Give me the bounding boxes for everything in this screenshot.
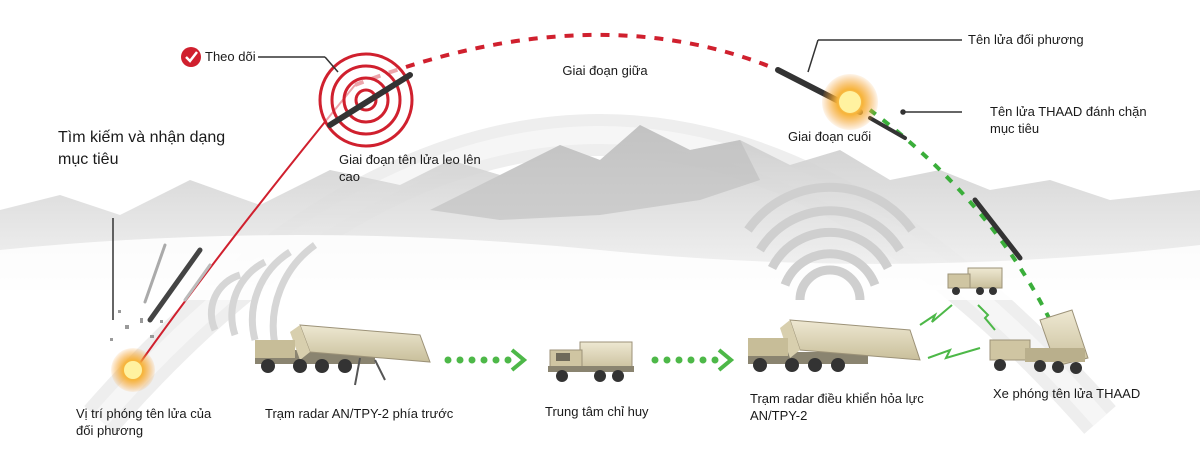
missile-icon — [972, 197, 1023, 261]
leader-lines — [112, 39, 962, 320]
truck-icon — [947, 267, 1003, 295]
label-terminal: Giai đoạn cuối — [788, 129, 872, 144]
explosion-icon — [822, 74, 878, 130]
launch-debris — [110, 310, 163, 341]
missile-icon — [868, 116, 907, 140]
label-search: Tìm kiếm và nhận dạng mục tiêu — [58, 129, 226, 168]
label-launcher: Xe phóng tên lửa THAAD — [993, 386, 1141, 401]
label-midcourse: Giai đoạn giữa — [562, 63, 648, 78]
label-track: Theo dõi — [205, 49, 256, 64]
label-enemy-missile: Tên lửa đối phương — [968, 32, 1084, 47]
comm-link — [919, 304, 996, 360]
missile-icon — [143, 243, 212, 323]
radar-truck-icon — [748, 319, 921, 372]
label-fire-control-radar: Trạm radar điều khiển hỏa lực AN/TPY-2 — [750, 391, 924, 423]
label-boost: Giai đoạn tên lửa leo lên cao — [339, 152, 481, 184]
label-launch-site: Vị trí phóng tên lửa của đối phương — [76, 406, 212, 438]
radar-wave-icon — [207, 242, 318, 346]
label-thaad-intercept: Tên lửa THAAD đánh chặn mục tiêu — [990, 104, 1147, 136]
truck-icon — [548, 341, 634, 382]
radar-truck-icon — [255, 324, 431, 386]
radar-wave-icon — [744, 182, 916, 301]
flow-arrow — [651, 348, 735, 372]
explosion-icon — [111, 348, 155, 392]
flow-arrow — [444, 348, 528, 372]
label-command-center: Trung tâm chỉ huy — [545, 404, 649, 419]
enemy-trajectory — [134, 32, 791, 371]
label-forward-radar: Trạm radar AN/TPY-2 phía trước — [265, 406, 454, 421]
launcher-truck-icon — [989, 309, 1089, 374]
target-reticle-icon — [318, 52, 414, 148]
check-badge-icon — [181, 47, 201, 67]
